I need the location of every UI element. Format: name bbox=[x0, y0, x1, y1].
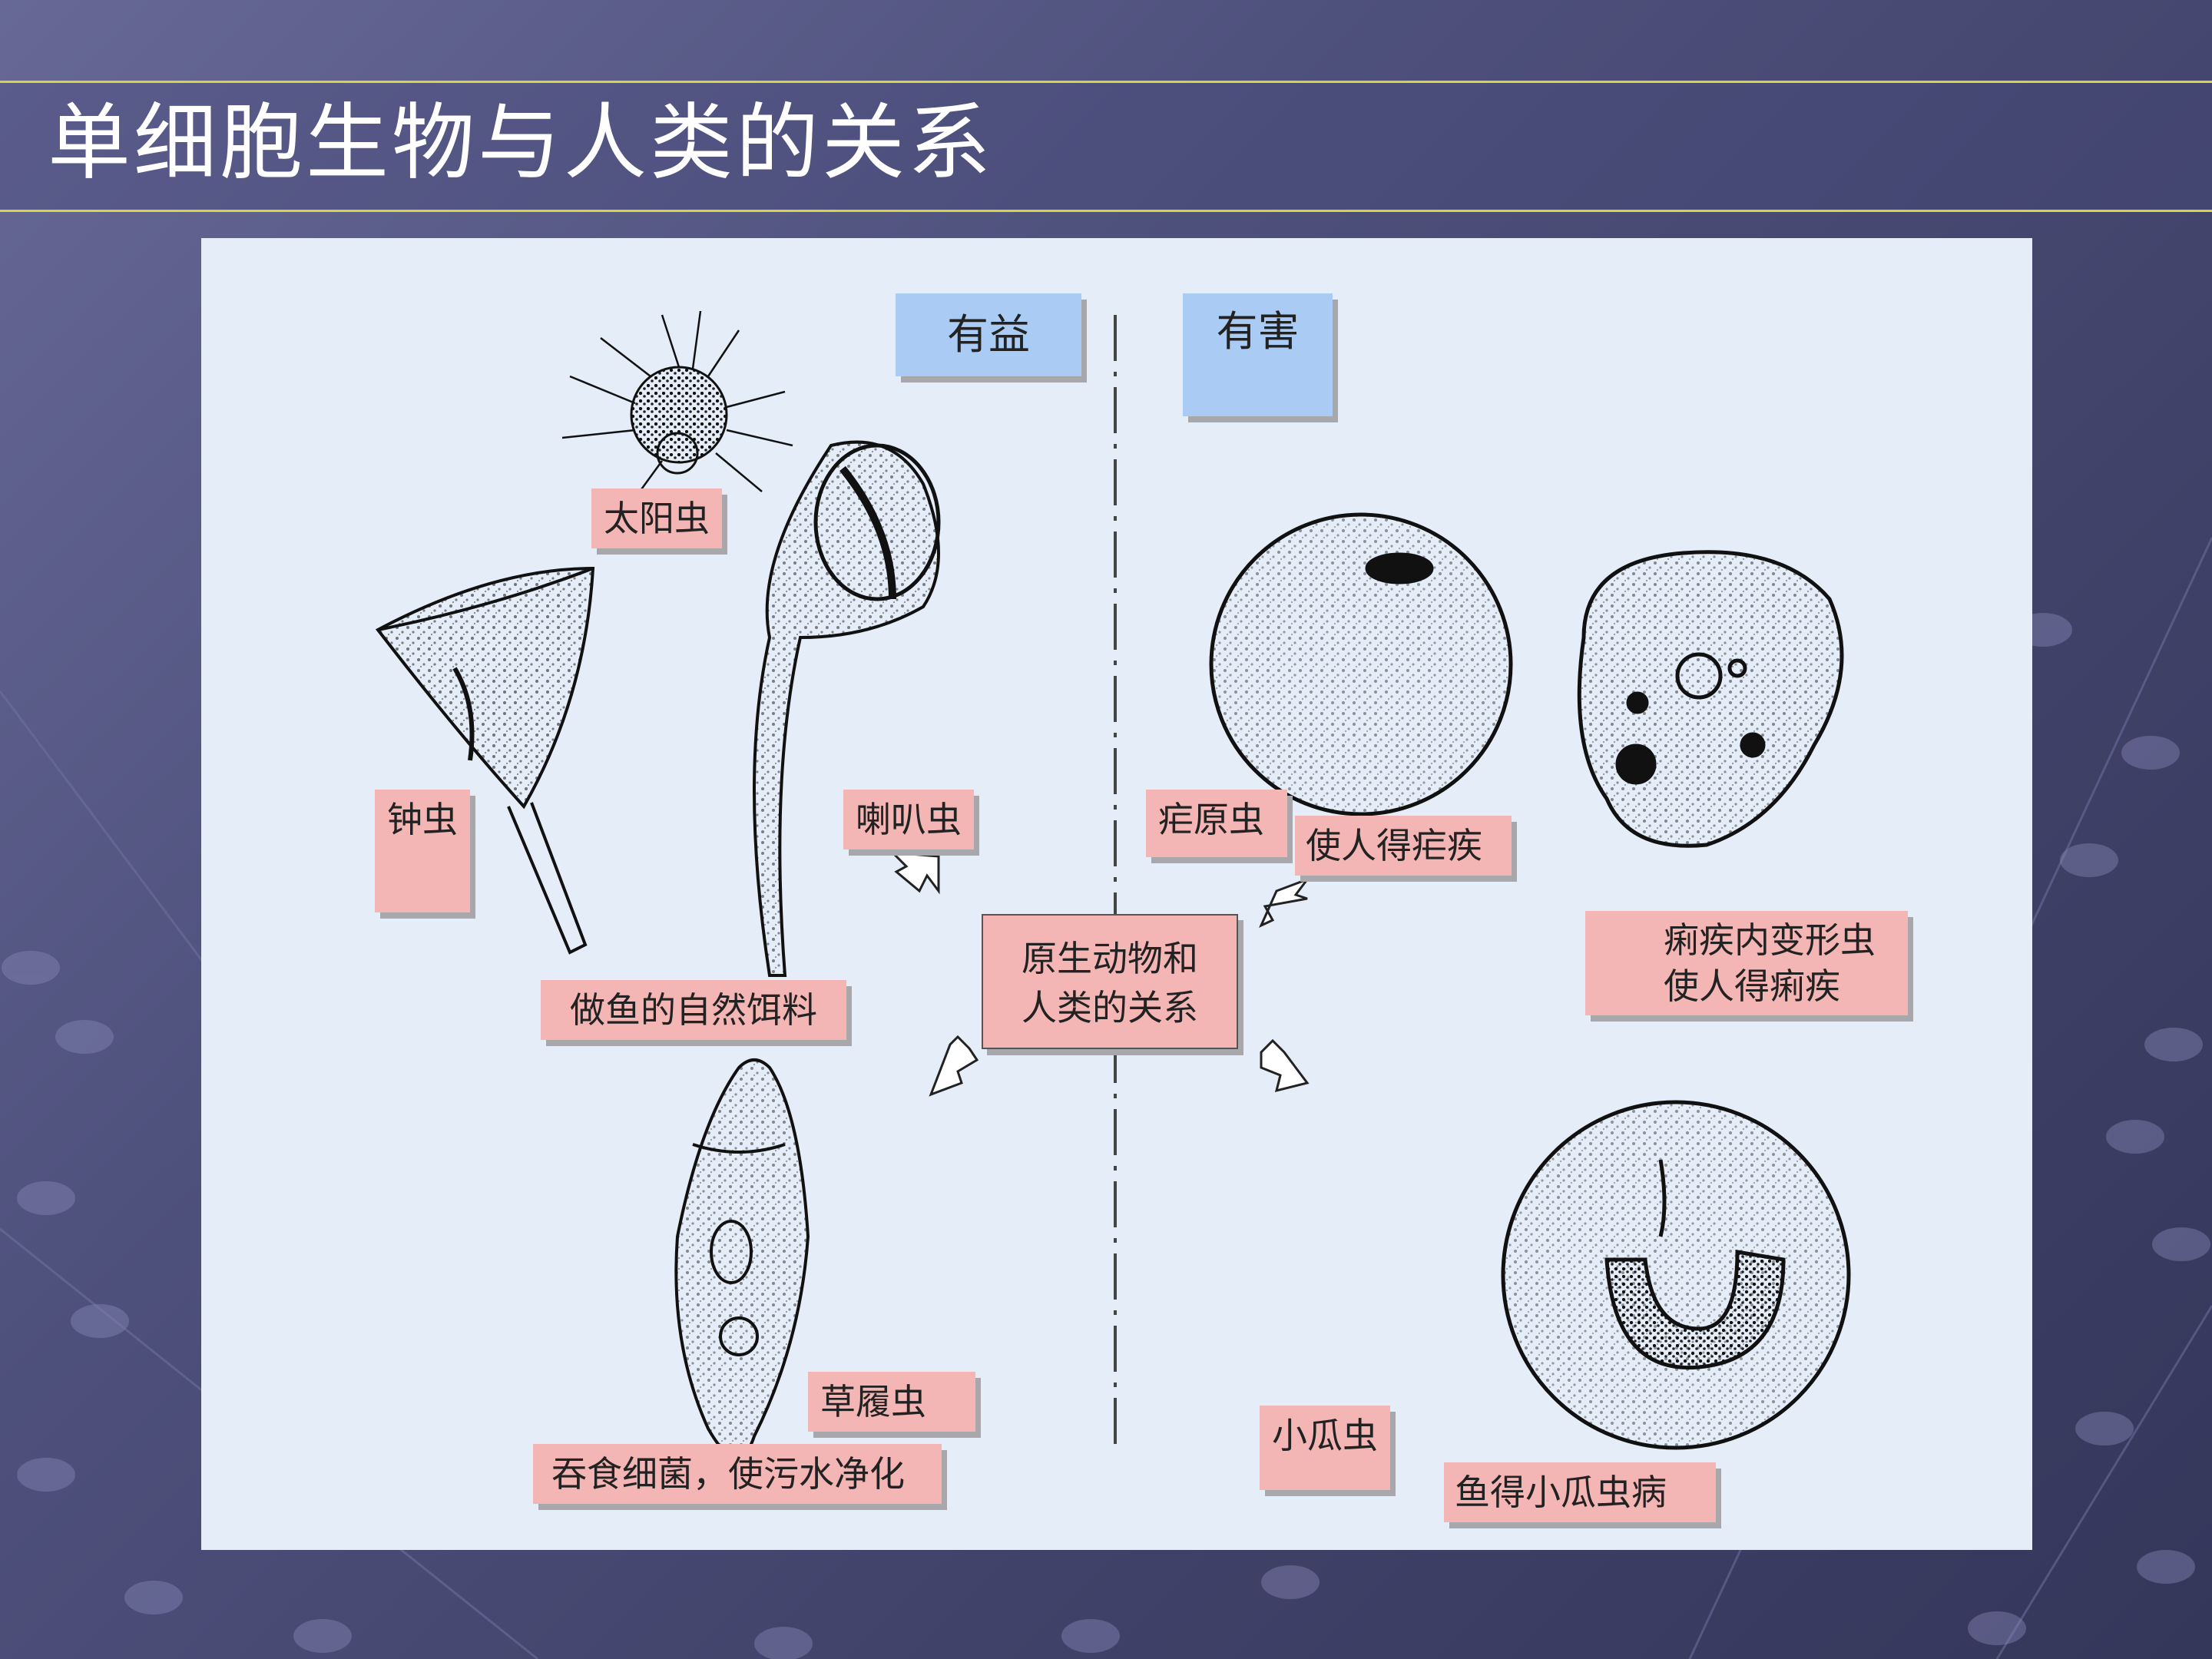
center-box: 原生动物和 人类的关系 bbox=[982, 914, 1238, 1049]
slide-title: 单细胞生物与人类的关系 bbox=[48, 95, 995, 191]
label-heliozoa: 太阳虫 bbox=[591, 488, 722, 548]
label-stentor: 喇叭虫 bbox=[843, 790, 974, 849]
arrow-to-harmful-lower bbox=[1260, 1038, 1310, 1093]
label-paramecium-effect-text: 吞食细菌，使污水净化 bbox=[551, 1453, 905, 1495]
paramecium-drawing bbox=[674, 1058, 810, 1459]
label-ichthyophthirius-effect-text: 鱼得小瓜虫病 bbox=[1455, 1472, 1667, 1513]
label-ichthyophthirius-text: 小瓜虫 bbox=[1272, 1415, 1378, 1456]
stentor-drawing bbox=[753, 440, 941, 977]
arrow-to-beneficial-lower bbox=[929, 1035, 979, 1097]
label-fish-food-text: 做鱼的自然饵料 bbox=[570, 989, 817, 1031]
label-paramecium-text: 草履虫 bbox=[820, 1381, 926, 1422]
header-beneficial-text: 有益 bbox=[947, 310, 1030, 359]
label-stentor-text: 喇叭虫 bbox=[856, 799, 962, 840]
label-plasmodium-text: 疟原虫 bbox=[1158, 799, 1264, 840]
label-entamoeba-line-1: 痢疾内变形虫 bbox=[1664, 919, 1876, 961]
label-ichthyophthirius: 小瓜虫 bbox=[1260, 1406, 1390, 1490]
heliozoa-drawing bbox=[561, 310, 793, 504]
label-heliozoa-text: 太阳虫 bbox=[604, 498, 710, 539]
diagram-panel: 有益 有害 太阳虫 钟虫 喇叭虫 做鱼的自然饵料 草履虫 吞食细菌，使污水净化 … bbox=[201, 238, 2032, 1550]
header-harmful: 有害 bbox=[1183, 293, 1333, 416]
diagram-illustration bbox=[375, 310, 1851, 1459]
label-paramecium-effect: 吞食细菌，使污水净化 bbox=[533, 1444, 942, 1504]
label-entamoeba-line-2: 使人得痢疾 bbox=[1664, 965, 1840, 1007]
arrow-to-beneficial-upper bbox=[889, 851, 940, 895]
header-beneficial: 有益 bbox=[896, 293, 1081, 376]
vorticella-drawing bbox=[375, 566, 595, 955]
label-plasmodium: 疟原虫 bbox=[1146, 790, 1287, 857]
entamoeba-drawing bbox=[1577, 550, 1844, 848]
label-paramecium: 草履虫 bbox=[808, 1372, 975, 1432]
label-plasmodium-effect-text: 使人得疟疾 bbox=[1306, 825, 1482, 866]
center-line-2: 人类的关系 bbox=[1022, 987, 1198, 1028]
label-vorticella: 钟虫 bbox=[375, 790, 470, 912]
label-fish-food: 做鱼的自然饵料 bbox=[541, 980, 846, 1040]
header-harmful-text: 有害 bbox=[1216, 307, 1300, 356]
label-entamoeba: 痢疾内变形虫 使人得痢疾 bbox=[1585, 911, 1908, 1015]
label-ichthyophthirius-effect: 鱼得小瓜虫病 bbox=[1444, 1462, 1716, 1522]
arrow-to-harmful-upper bbox=[1259, 876, 1311, 929]
plasmodium-drawing bbox=[1209, 512, 1513, 816]
label-vorticella-text: 钟虫 bbox=[387, 799, 458, 840]
ichthyophthirius-drawing bbox=[1501, 1100, 1851, 1450]
label-plasmodium-effect: 使人得疟疾 bbox=[1295, 816, 1512, 876]
title-band bbox=[0, 81, 2212, 212]
center-line-1: 原生动物和 bbox=[1022, 938, 1198, 979]
